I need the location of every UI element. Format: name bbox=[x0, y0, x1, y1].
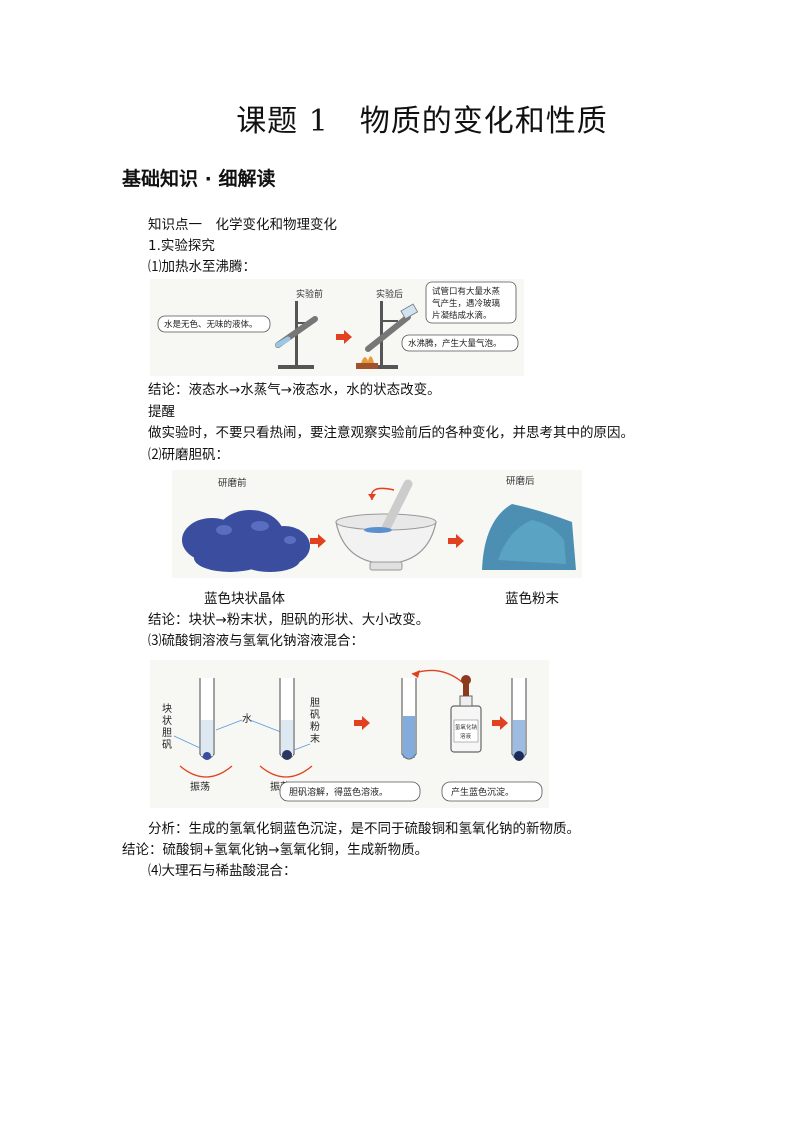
label-block-3: 胆 bbox=[162, 727, 172, 739]
pointer-line bbox=[215, 719, 243, 731]
caption-blue-crystal: 蓝色块状晶体 bbox=[204, 591, 285, 607]
callout-vapor-box bbox=[425, 281, 517, 324]
callout-dissolve-box bbox=[279, 781, 421, 802]
label-powder-3: 粉 bbox=[310, 720, 320, 733]
powder-highlight bbox=[498, 520, 566, 564]
arrow-icon bbox=[492, 716, 508, 730]
mixed-solution bbox=[513, 720, 525, 758]
arrow-icon bbox=[354, 716, 370, 730]
exp4-heading: ⑷大理石与稀盐酸混合： bbox=[148, 863, 297, 879]
callout-dissolve: 胆矾溶解，得蓝色溶液。 bbox=[289, 786, 388, 798]
test-tube-after bbox=[365, 314, 411, 352]
label-after: 实验后 bbox=[376, 288, 403, 300]
crystal-highlights bbox=[216, 521, 296, 544]
exp1-heading: ⑴加热水至沸腾： bbox=[148, 259, 256, 275]
dropper-top bbox=[461, 675, 471, 685]
section-heading: 基础知识 · 细解读 bbox=[122, 168, 276, 190]
block-crystal bbox=[203, 752, 211, 760]
figure-precipitation: 块 状 胆 矾 水 胆 矾 粉 末 振荡 振荡 bbox=[150, 660, 549, 808]
reminder-text: 做实验时，不要只看热闹，要注意观察实验前后的各种变化，并思考其中的原因。 bbox=[148, 425, 634, 441]
transfer-arrow-icon bbox=[411, 669, 463, 683]
label-water: 水 bbox=[242, 713, 252, 725]
label-after-grind: 研磨后 bbox=[506, 476, 535, 487]
heating-water-illustration: 实验前 实验后 水是无色、无味的液体。 试管口有大量水蒸 气产生，遇冷玻璃 片凝… bbox=[157, 281, 519, 369]
label-before-grind: 研磨前 bbox=[218, 477, 247, 489]
label-powder-1: 胆 bbox=[310, 697, 320, 709]
grinding-illustration: 研磨前 研磨后 bbox=[182, 476, 576, 572]
precipitation-illustration: 块 状 胆 矾 水 胆 矾 粉 末 振荡 振荡 bbox=[162, 669, 543, 802]
knowledge-point-heading: 知识点一 化学变化和物理变化 bbox=[148, 217, 337, 233]
label-shake-1: 振荡 bbox=[190, 780, 210, 793]
mortar-base bbox=[369, 561, 403, 571]
caption-blue-powder: 蓝色粉末 bbox=[505, 591, 559, 607]
figure-heating-water: 实验前 实验后 水是无色、无味的液体。 试管口有大量水蒸 气产生，遇冷玻璃 片凝… bbox=[150, 279, 524, 376]
callout-precipitate-box bbox=[441, 781, 543, 802]
label-block-1: 块 bbox=[162, 703, 172, 715]
water-tube-1 bbox=[201, 720, 213, 756]
callout-liquid: 水是无色、无味的液体。 bbox=[164, 319, 258, 330]
callout-boil-box bbox=[401, 334, 519, 352]
arrowhead-icon bbox=[412, 670, 420, 678]
water-in-tube bbox=[275, 336, 291, 348]
exp1-conclusion: 结论：液态水→水蒸气→液态水，水的状态改变。 bbox=[148, 382, 441, 398]
callout-boil: 水沸腾，产生大量气泡。 bbox=[408, 338, 502, 349]
stand-base-before bbox=[278, 365, 314, 369]
callout-vapor-line1: 试管口有大量水蒸 bbox=[432, 286, 501, 297]
label-before: 实验前 bbox=[296, 288, 323, 300]
callout-liquid-box bbox=[157, 315, 271, 333]
bottle-label bbox=[453, 719, 479, 743]
exp3-analysis: 分析：生成的氢氧化铜蓝色沉淀，是不同于硫酸铜和氢氧化钠的新物质。 bbox=[148, 821, 580, 837]
callout-vapor-line3: 片凝结成水滴。 bbox=[432, 310, 492, 321]
water-tube-2 bbox=[281, 720, 293, 756]
reminder-title: 提醒 bbox=[148, 404, 175, 420]
pointer-line bbox=[293, 743, 311, 751]
arrow-icon bbox=[448, 534, 464, 548]
subheading-experiment: 1.实验探究 bbox=[148, 238, 215, 254]
arrow-icon bbox=[310, 534, 326, 548]
exp3-heading: ⑶硫酸铜溶液与氢氧化钠溶液混合： bbox=[148, 633, 364, 649]
bottle-label-line1: 氢氧化钠 bbox=[455, 723, 478, 731]
blue-precipitate bbox=[514, 751, 524, 761]
exp2-conclusion: 结论：块状→粉末状，胆矾的形状、大小改变。 bbox=[148, 612, 430, 628]
shake-arc-icon bbox=[259, 765, 313, 778]
crystal-powder bbox=[282, 750, 292, 760]
label-powder-4: 末 bbox=[310, 732, 320, 745]
shake-arc-icon bbox=[179, 765, 233, 778]
callout-precipitate: 产生蓝色沉淀。 bbox=[451, 786, 514, 798]
figure-grinding: 研磨前 研磨后 bbox=[172, 470, 582, 578]
label-block-4: 矾 bbox=[162, 739, 172, 751]
pointer-line bbox=[173, 735, 201, 749]
arrow-icon bbox=[336, 330, 352, 344]
arrowhead-icon bbox=[368, 494, 376, 500]
glass-plate bbox=[400, 303, 419, 320]
label-powder-2: 矾 bbox=[310, 709, 320, 721]
bottle-neck bbox=[459, 695, 473, 707]
iron-stand-after bbox=[380, 301, 383, 367]
stand-base-after bbox=[362, 365, 398, 369]
blue-solution bbox=[403, 716, 415, 758]
crushed-crystals bbox=[364, 527, 392, 533]
bottle-label-line2: 溶液 bbox=[460, 732, 472, 740]
pestle bbox=[381, 479, 413, 533]
alcohol-lamp bbox=[356, 363, 378, 369]
page-title: 课题 1 物质的变化和性质 bbox=[236, 104, 608, 139]
exp2-heading: ⑵研磨胆矾： bbox=[148, 447, 229, 463]
exp3-conclusion: 结论：硫酸铜+氢氧化钠→氢氧化铜，生成新物质。 bbox=[122, 842, 429, 858]
label-block-2: 状 bbox=[162, 714, 172, 727]
callout-vapor-line2: 气产生，遇冷玻璃 bbox=[432, 298, 501, 309]
dropper-bulb bbox=[463, 680, 469, 696]
